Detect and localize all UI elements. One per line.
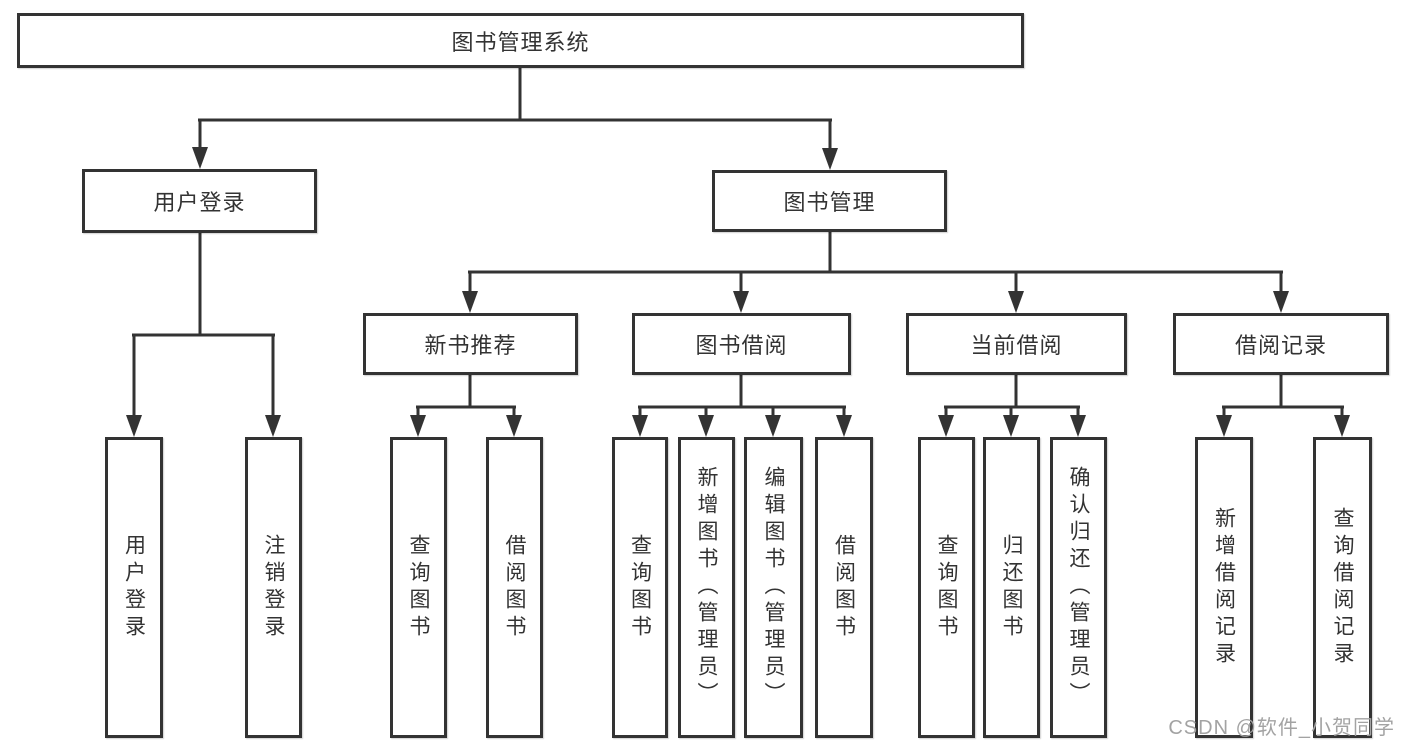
leaf-edit-book-admin: 编辑图书（管理员） bbox=[744, 437, 803, 738]
node-current-borrow: 当前借阅 bbox=[906, 313, 1127, 375]
csdn-watermark: CSDN @软件_小贺同学 bbox=[1168, 717, 1395, 739]
node-label: 图书借阅 bbox=[695, 333, 788, 358]
node-label: 当前借阅 bbox=[970, 333, 1063, 358]
node-borrow-records: 借阅记录 bbox=[1173, 313, 1389, 375]
leaf-label: 借阅图书 bbox=[832, 533, 856, 642]
node-label: 用户登录 bbox=[153, 190, 246, 215]
leaf-add-book-admin: 新增图书（管理员） bbox=[678, 437, 735, 738]
leaf-label: 注销登录 bbox=[262, 533, 285, 642]
leaf-user-login: 用户登录 bbox=[105, 437, 163, 738]
leaf-label: 查询图书 bbox=[407, 533, 430, 642]
leaf-query-borrow-record: 查询借阅记录 bbox=[1313, 437, 1372, 738]
node-book-borrow: 图书借阅 bbox=[632, 313, 851, 375]
leaf-label: 确认归还（管理员） bbox=[1067, 466, 1090, 709]
leaf-confirm-return-admin: 确认归还（管理员） bbox=[1050, 437, 1107, 738]
leaf-logout-login: 注销登录 bbox=[245, 437, 302, 738]
leaf-label: 新增借阅记录 bbox=[1212, 506, 1236, 669]
node-new-book-recommend: 新书推荐 bbox=[363, 313, 578, 375]
leaf-query-book-borrow: 查询图书 bbox=[612, 437, 668, 738]
leaf-borrow-book: 借阅图书 bbox=[815, 437, 873, 738]
leaf-query-book-current: 查询图书 bbox=[918, 437, 975, 738]
node-library-management-system: 图书管理系统 bbox=[17, 13, 1024, 68]
node-book-management: 图书管理 bbox=[712, 170, 947, 232]
node-label: 图书管理 bbox=[783, 190, 876, 215]
leaf-return-book: 归还图书 bbox=[983, 437, 1040, 738]
node-label: 新书推荐 bbox=[424, 333, 517, 358]
leaf-query-book-recommend: 查询图书 bbox=[390, 437, 447, 738]
leaf-label: 归还图书 bbox=[1000, 533, 1023, 642]
leaf-label: 查询图书 bbox=[628, 533, 652, 642]
leaf-borrow-book-recommend: 借阅图书 bbox=[486, 437, 543, 738]
node-user-login: 用户登录 bbox=[82, 169, 317, 233]
leaf-label: 借阅图书 bbox=[503, 533, 526, 642]
leaf-label: 查询图书 bbox=[935, 533, 958, 642]
leaf-label: 新增图书（管理员） bbox=[695, 466, 718, 709]
node-label: 图书管理系统 bbox=[451, 29, 590, 55]
leaf-label: 查询借阅记录 bbox=[1331, 506, 1354, 669]
arrowhead-icons bbox=[126, 147, 1350, 437]
leaf-add-borrow-record: 新增借阅记录 bbox=[1195, 437, 1253, 738]
leaf-label: 编辑图书（管理员） bbox=[762, 466, 785, 709]
node-label: 借阅记录 bbox=[1234, 333, 1327, 358]
leaf-label: 用户登录 bbox=[122, 533, 146, 642]
